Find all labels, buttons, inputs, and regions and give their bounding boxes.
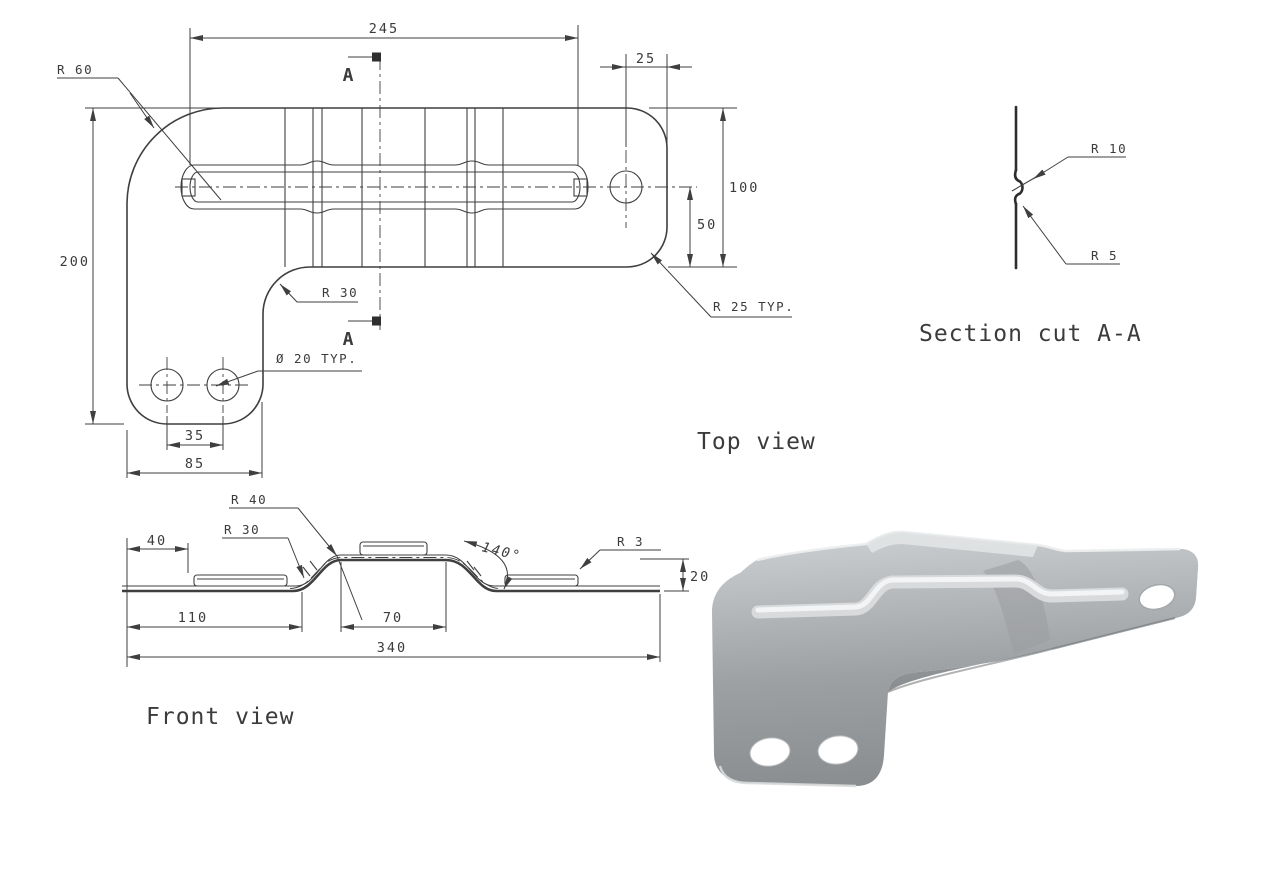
top-view: 245 25 100 50 200 (57, 21, 816, 478)
section-marker-bottom: A (343, 316, 381, 350)
callout-r30-front: R 30 (222, 522, 305, 579)
render-hole-1 (749, 737, 791, 767)
callout-r10-label: R 10 (1091, 141, 1127, 156)
render-rib-highlight (755, 576, 1125, 613)
dim-20-label: 20 (690, 569, 710, 585)
dim-245: 245 (189, 21, 579, 165)
lobe-hole-1 (150, 368, 184, 402)
render-hole-right (1138, 583, 1176, 611)
render-arm-bottom-edge (887, 648, 1053, 693)
dim-200: 200 (60, 107, 220, 425)
dim-25: 25 (600, 51, 692, 148)
dim-340-label: 340 (377, 640, 407, 656)
dim-40-label: 40 (147, 533, 167, 549)
rib-left-end-cap (181, 178, 196, 197)
render-leg-bottom-edge (718, 765, 857, 788)
front-rib-sections (193, 541, 579, 587)
section-rib-axis-tick (1011, 176, 1037, 192)
callout-r40: R 40 (229, 492, 363, 621)
callout-dia20: Ø 20 TYP. (215, 351, 362, 387)
dim-50: 50 (687, 187, 717, 267)
rib-right-end-cap (573, 178, 588, 197)
callout-r30-top: R 30 (279, 283, 358, 303)
dim-85: 85 (126, 402, 263, 478)
render-hump-top-face (866, 531, 1038, 557)
dim-200-label: 200 (60, 254, 90, 270)
dim-25-label: 25 (636, 51, 656, 67)
dim-85-label: 85 (185, 456, 205, 472)
dim-245-label: 245 (369, 21, 399, 37)
dim-35: 35 (166, 416, 224, 450)
top-view-title: Top view (697, 429, 816, 455)
dim-340: 340 (127, 594, 661, 662)
callout-r60-label: R 60 (57, 62, 93, 77)
callout-r3: R 3 (579, 534, 661, 570)
render-hole-2 (817, 735, 859, 765)
dim-70-label: 70 (383, 610, 403, 626)
dim-35-label: 35 (185, 428, 205, 444)
dim-140-label: 140° (480, 539, 523, 564)
callout-r10: R 10 (1032, 141, 1127, 180)
render-3d (712, 530, 1199, 788)
dim-110-label: 110 (178, 610, 208, 626)
callout-dia20-label: Ø 20 TYP. (276, 351, 357, 366)
top-view-outline (126, 107, 668, 425)
dim-angle-140: 140° (463, 539, 523, 590)
section-letter-top: A (343, 65, 354, 86)
section-letter-bottom: A (343, 329, 354, 350)
callout-r3-label: R 3 (617, 534, 644, 549)
render-wing-bottom-edge (1051, 617, 1176, 650)
dim-70: 70 (340, 562, 447, 632)
callout-r25: R 25 TYP. (650, 252, 794, 318)
callout-r30-front-label: R 30 (224, 522, 260, 537)
dim-110: 110 (127, 592, 303, 632)
callout-r5-label: R 5 (1091, 248, 1118, 263)
lobe-hole-2 (206, 368, 240, 402)
callout-r40-label: R 40 (231, 492, 267, 507)
right-lobe-hole (609, 170, 643, 204)
front-view-title: Front view (146, 704, 294, 730)
dim-40: 40 (126, 533, 189, 667)
callout-r60: R 60 (57, 62, 222, 201)
dim-50-label: 50 (697, 217, 717, 233)
front-view: 40 110 70 340 20 (122, 492, 710, 730)
callout-r30-top-label: R 30 (322, 285, 358, 300)
section-rib-profile (1013, 168, 1024, 206)
dim-100-label: 100 (729, 180, 759, 196)
section-view-title: Section cut A-A (919, 321, 1142, 347)
dim-20: 20 (640, 558, 710, 592)
section-marker-top: A (343, 52, 381, 86)
callout-r5: R 5 (1022, 205, 1120, 265)
rib-outer-contour (180, 160, 589, 214)
dim-100: 100 (649, 107, 759, 268)
callout-r25-label: R 25 TYP. (713, 299, 794, 314)
section-view: R 10 R 5 Section cut A-A (919, 105, 1142, 347)
bend-lines (284, 108, 504, 267)
